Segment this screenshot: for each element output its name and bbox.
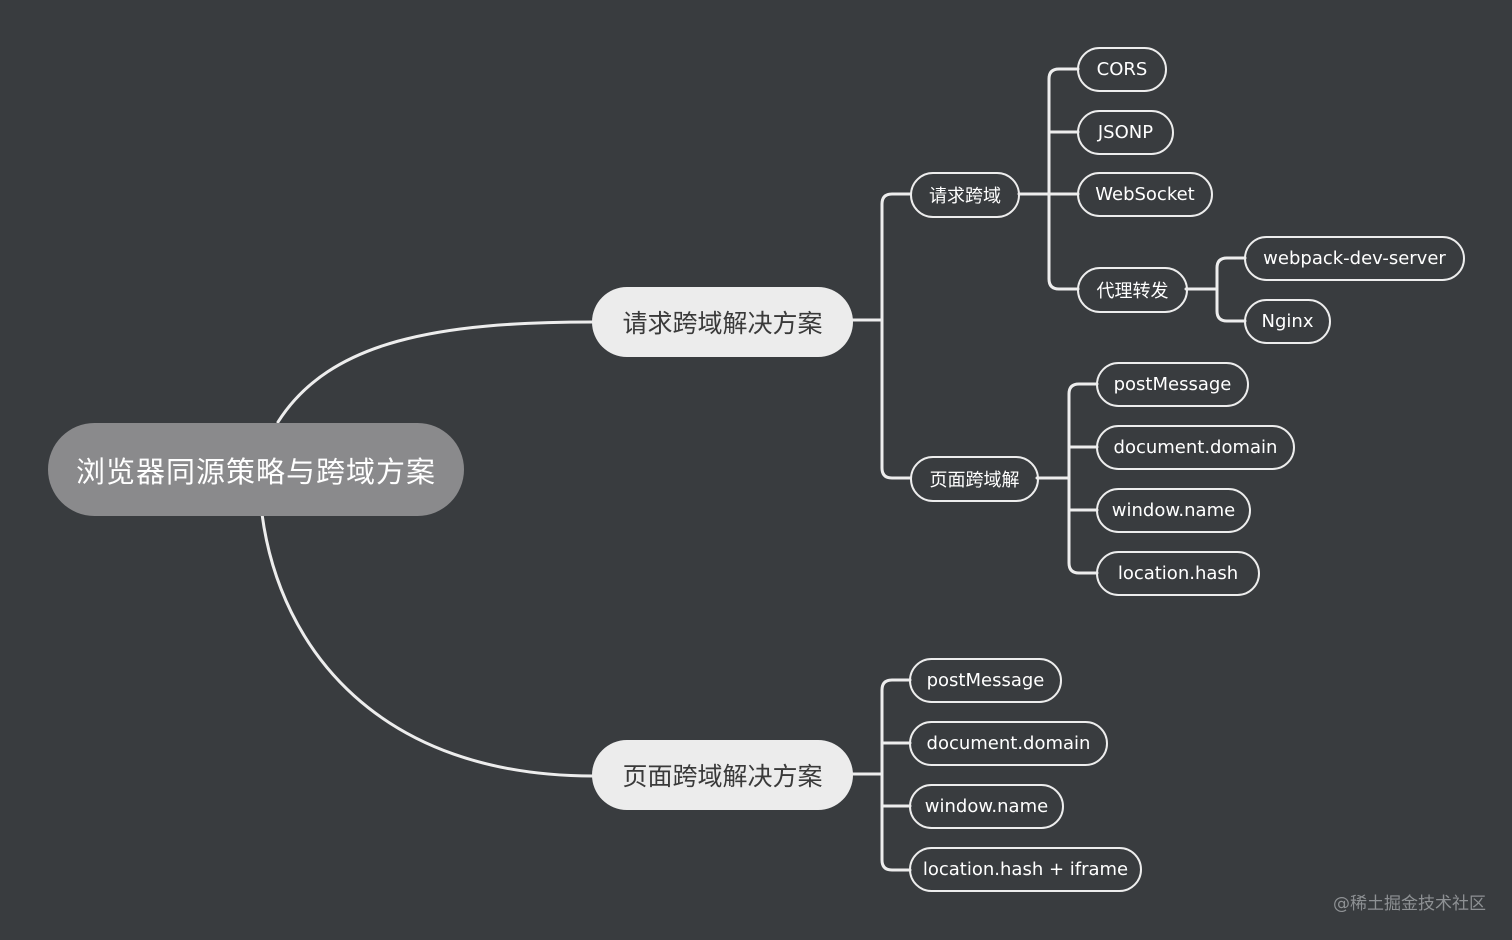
node-proxy-forwarding[interactable]: 代理转发 bbox=[1077, 267, 1188, 313]
watermark-text: @稀土掘金技术社区 bbox=[1333, 894, 1486, 914]
leaf-document-domain-b[interactable]: document.domain bbox=[909, 721, 1108, 766]
leaf-window-name-b[interactable]: window.name bbox=[909, 784, 1064, 829]
leaf-jsonp[interactable]: JSONP bbox=[1077, 110, 1174, 155]
node-request-cross-domain[interactable]: 请求跨域 bbox=[910, 172, 1020, 218]
connector-page-group-bracket bbox=[1035, 382, 1099, 575]
connector-page-branch-bracket bbox=[850, 678, 912, 872]
leaf-websocket[interactable]: WebSocket bbox=[1077, 172, 1213, 217]
connector-request-branch-bracket bbox=[850, 192, 912, 480]
root-node[interactable]: 浏览器同源策略与跨域方案 bbox=[48, 423, 464, 516]
connector-request-group-bracket bbox=[1017, 67, 1080, 291]
branch-request-solutions[interactable]: 请求跨域解决方案 bbox=[592, 287, 853, 357]
leaf-nginx[interactable]: Nginx bbox=[1244, 299, 1331, 344]
leaf-cors[interactable]: CORS bbox=[1077, 47, 1167, 92]
leaf-document-domain-a[interactable]: document.domain bbox=[1096, 425, 1295, 470]
node-page-cross-domain[interactable]: 页面跨域解 bbox=[910, 456, 1039, 502]
leaf-window-name-a[interactable]: window.name bbox=[1096, 488, 1251, 533]
connector-root-to-request bbox=[276, 320, 595, 424]
leaf-postmessage-a[interactable]: postMessage bbox=[1096, 362, 1249, 407]
connector-root-to-page bbox=[260, 512, 595, 778]
leaf-webpack-dev-server[interactable]: webpack-dev-server bbox=[1244, 236, 1465, 281]
connector-proxy-bracket bbox=[1184, 256, 1247, 323]
branch-page-solutions[interactable]: 页面跨域解决方案 bbox=[592, 740, 853, 810]
leaf-location-hash-a[interactable]: location.hash bbox=[1096, 551, 1260, 596]
leaf-postmessage-b[interactable]: postMessage bbox=[909, 658, 1062, 703]
leaf-location-hash-iframe[interactable]: location.hash + iframe bbox=[909, 847, 1142, 892]
